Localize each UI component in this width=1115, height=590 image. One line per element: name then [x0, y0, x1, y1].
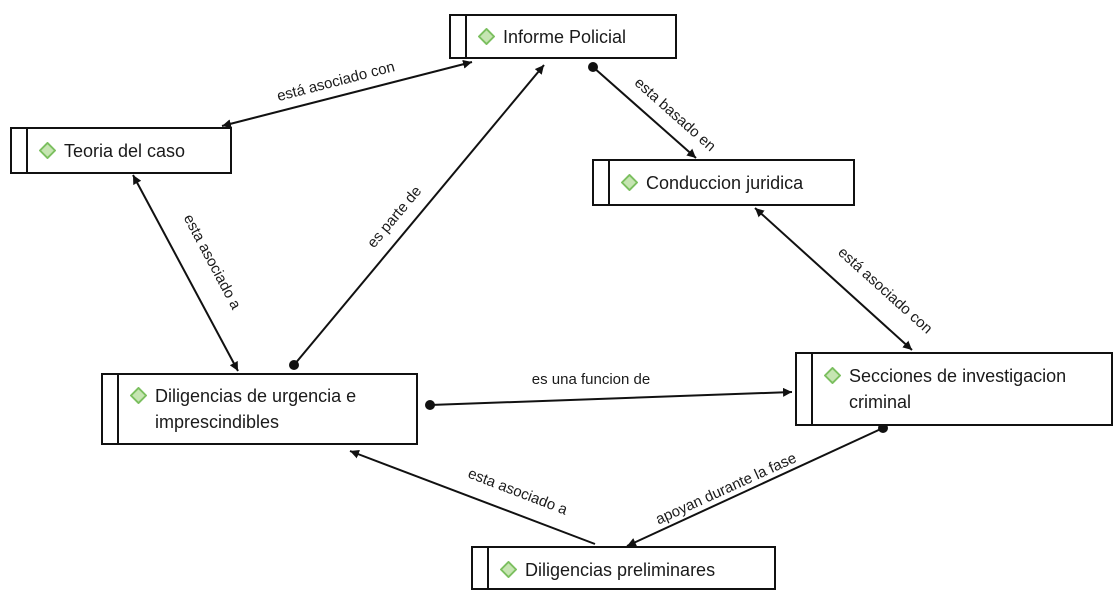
concept-diamond-icon: [39, 141, 56, 159]
concept-diamond-icon: [824, 367, 841, 384]
node-label: Conduccion juridica: [646, 172, 804, 193]
node-informe-policial[interactable]: Informe Policial: [449, 14, 677, 59]
edge-label-informe-conduccion: esta basado en: [631, 74, 719, 155]
node-teoria-del-caso[interactable]: Teoria del caso: [10, 127, 232, 174]
node-diligencias-urgencia[interactable]: Diligencias de urgencia e imprescindible…: [101, 373, 418, 445]
concept-diamond-icon: [130, 387, 147, 404]
node-label: Secciones de investigacion criminal: [849, 366, 1067, 412]
edge-diligencias-informe[interactable]: [293, 64, 545, 366]
edge-label-secciones-preliminares: apoyan durante la fase: [653, 450, 799, 529]
node-label: Teoria del caso: [64, 140, 186, 161]
edge-secciones-preliminares[interactable]: [626, 427, 884, 547]
edge-origin-dot: [588, 62, 598, 72]
concept-diamond-icon: [500, 561, 517, 578]
edge-origin-dot: [289, 360, 299, 370]
edge-preliminares-diligencias[interactable]: [349, 449, 596, 545]
edge-conduccion-secciones[interactable]: [754, 207, 913, 351]
concept-diamond-icon: [478, 27, 495, 45]
edge-teoria-diligencias[interactable]: [132, 174, 239, 372]
node-diligencias-preliminares[interactable]: Diligencias preliminares: [471, 546, 776, 590]
node-label: Diligencias preliminares: [525, 560, 716, 580]
edge-informe-conduccion[interactable]: [592, 66, 697, 159]
edge-label-preliminares-diligencias: esta asociado a: [466, 465, 571, 519]
node-conduccion-juridica[interactable]: Conduccion juridica: [592, 159, 855, 206]
edge-label-conduccion-secciones: está asociado con: [834, 244, 935, 338]
edge-label-teoria-informe: está asociado con: [275, 58, 396, 105]
edge-origin-dot: [425, 400, 435, 410]
node-label: Informe Policial: [503, 26, 627, 47]
concept-diamond-icon: [621, 173, 638, 191]
node-label: Diligencias de urgencia e imprescindible…: [155, 386, 357, 432]
edge-label-teoria-diligencias: esta asociado a: [180, 212, 245, 313]
edge-diligencias-secciones[interactable]: [429, 387, 793, 406]
edge-teoria-informe[interactable]: [221, 59, 473, 129]
edge-label-diligencias-secciones: es una funcion de: [532, 371, 650, 388]
node-secciones-investigacion[interactable]: Secciones de investigacion criminal: [795, 352, 1113, 426]
